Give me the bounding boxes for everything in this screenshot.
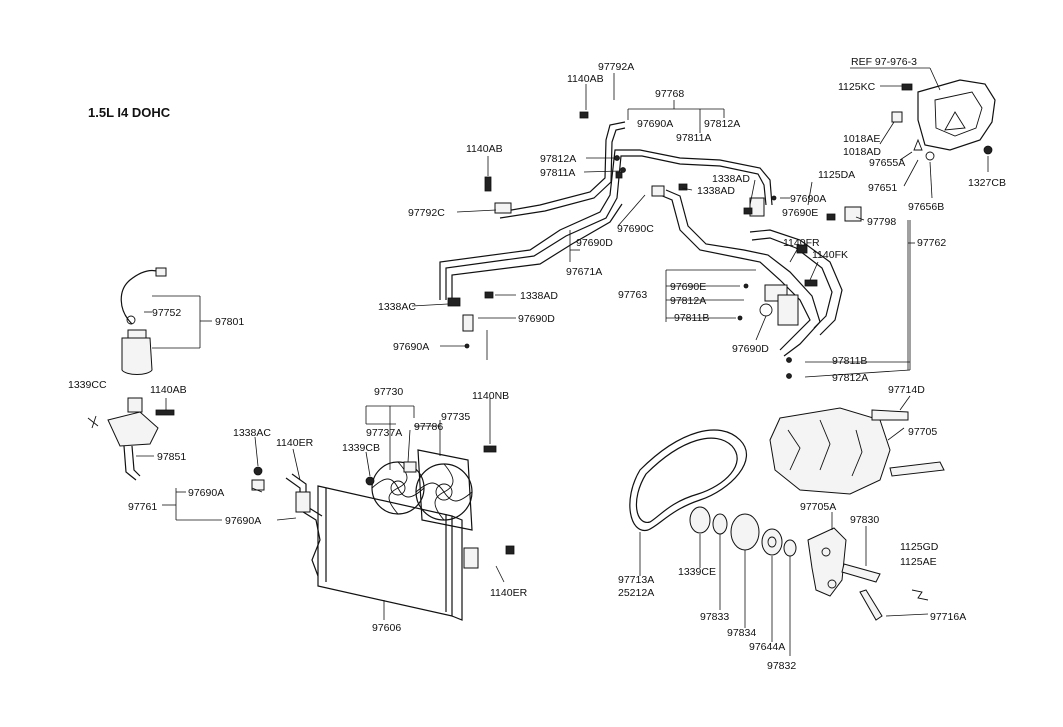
label-97786: 97786	[414, 421, 443, 433]
label-97832: 97832	[767, 660, 796, 672]
label-1125AE: 1125AE	[900, 556, 937, 568]
engine-title: 1.5L I4 DOHC	[88, 105, 171, 120]
label-97655A: 97655A	[869, 157, 905, 169]
label-97761: 97761	[128, 501, 157, 513]
label-1338AD-m: 1338AD	[520, 290, 558, 302]
label-1018AD: 1018AD	[843, 146, 881, 158]
label-1338AD-b: 1338AD	[697, 185, 735, 197]
label-97690A-r: 97690A	[790, 193, 826, 205]
label-97651: 97651	[868, 182, 897, 194]
cooling-fan-assembly	[365, 398, 497, 531]
label-97705A: 97705A	[800, 501, 836, 513]
label-1327CB: 1327CB	[968, 177, 1006, 189]
label-97792A: 97792A	[598, 61, 634, 73]
label-1140ER-b: 1140ER	[490, 587, 528, 599]
label-25212A: 25212A	[618, 587, 654, 599]
label-1338AC-m: 1338AC	[378, 301, 416, 313]
label-1339CC: 1339CC	[68, 379, 107, 391]
label-97730: 97730	[374, 386, 403, 398]
left-mid-fittings	[411, 294, 516, 360]
label-1125DA: 1125DA	[818, 169, 855, 181]
label-97690E-r: 97690E	[782, 207, 818, 219]
label-97705: 97705	[908, 426, 937, 438]
label-1125GD: 1125GD	[900, 541, 939, 553]
label-97811A-top: 97811A	[676, 132, 711, 144]
ac-pipe-assembly	[439, 111, 862, 379]
label-97801: 97801	[215, 316, 244, 328]
label-97690C: 97690C	[617, 223, 654, 235]
sensor-97752	[120, 267, 212, 375]
label-97690A-top: 97690A	[637, 118, 673, 130]
label-97762: 97762	[917, 237, 946, 249]
label-97690E-m: 97690E	[670, 281, 706, 293]
label-1140FR: 1140FR	[783, 237, 820, 249]
label-97606: 97606	[372, 622, 401, 634]
label-1125KC: 1125KC	[838, 81, 876, 93]
label-97752: 97752	[152, 307, 181, 319]
label-97737A: 97737A	[366, 427, 402, 439]
label-97812A-m: 97812A	[670, 295, 706, 307]
label-97716A: 97716A	[930, 611, 966, 623]
label-1339CE: 1339CE	[678, 566, 716, 578]
label-1338AD-a: 1338AD	[712, 173, 750, 185]
label-1338AC-l: 1338AC	[233, 427, 271, 439]
label-97812A-mid: 97812A	[540, 153, 576, 165]
drive-belt-97713A	[629, 429, 747, 576]
receiver-drier-97851	[87, 397, 175, 481]
label-97690A-c2: 97690A	[225, 515, 261, 527]
bracket-97705A	[807, 512, 929, 621]
compressor-97705	[769, 395, 945, 495]
label-97763: 97763	[618, 289, 647, 301]
label-97714D: 97714D	[888, 384, 925, 396]
condenser-leader-97761	[162, 487, 297, 521]
label-97671A: 97671A	[566, 266, 602, 278]
label-97812A-top: 97812A	[704, 118, 740, 130]
ref-cover-group	[850, 67, 996, 199]
label-97735: 97735	[441, 411, 470, 423]
label-97768: 97768	[655, 88, 684, 100]
clutch-assembly	[689, 506, 797, 656]
top-leader-lines	[456, 73, 915, 378]
label-1140ER-t: 1140ER	[276, 437, 314, 449]
label-97690A-lm: 97690A	[393, 341, 429, 353]
label-1140FK: 1140FK	[812, 249, 848, 261]
label-1140AB-top: 1140AB	[567, 73, 604, 85]
label-97690D-m: 97690D	[732, 343, 769, 355]
label-97690A-c1: 97690A	[188, 487, 224, 499]
label-97713A: 97713A	[618, 574, 654, 586]
label-1339CB: 1339CB	[342, 442, 380, 454]
label-97834: 97834	[727, 627, 756, 639]
label-97656B: 97656B	[908, 201, 944, 213]
label-97798: 97798	[867, 216, 896, 228]
label-97833: 97833	[700, 611, 729, 623]
label-ref: REF 97-976-3	[851, 56, 917, 68]
label-97851: 97851	[157, 451, 186, 463]
label-97812A-r: 97812A	[832, 372, 868, 384]
label-97690D-lm: 97690D	[518, 313, 555, 325]
condenser-97606	[251, 436, 515, 621]
label-97830: 97830	[850, 514, 879, 526]
label-97644A: 97644A	[749, 641, 785, 653]
label-97690D-top: 97690D	[576, 237, 613, 249]
label-97792C: 97792C	[408, 207, 445, 219]
label-1140NB: 1140NB	[472, 390, 509, 402]
label-97811A-mid: 97811A	[540, 167, 575, 179]
label-1018AE: 1018AE	[843, 133, 880, 145]
label-1140AB-l: 1140AB	[150, 384, 187, 396]
label-97811B-r: 97811B	[832, 355, 867, 367]
label-1140AB-left: 1140AB	[466, 143, 503, 155]
